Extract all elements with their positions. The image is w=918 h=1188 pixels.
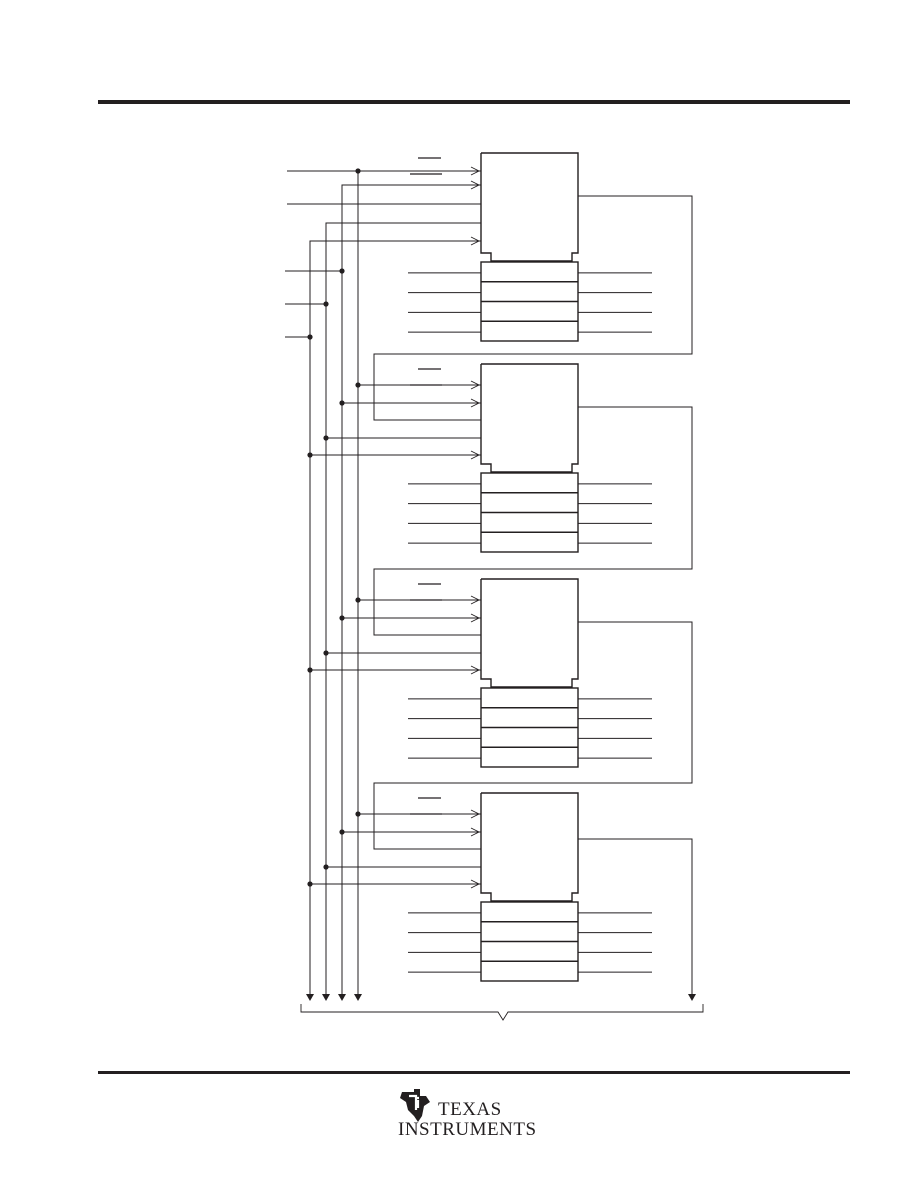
junction-d-stage-2: [307, 452, 313, 458]
bus-arrow-5: [688, 994, 696, 1001]
bus-arrow-3: [322, 994, 330, 1001]
control-block-stage-3: [480, 578, 579, 688]
clock-tri-c-stage-4: [470, 879, 481, 889]
junction-d-stage-4: [307, 881, 313, 887]
footer-rule: [98, 1071, 850, 1074]
ti-state-icon: [400, 1089, 430, 1122]
bus-arrow-2: [338, 994, 346, 1001]
junction-a-stage-1: [355, 168, 361, 174]
junction-d-stage-3: [307, 667, 313, 673]
clock-tri-a-stage-1: [470, 166, 481, 176]
junction-b-stage-3: [339, 615, 345, 621]
cascade-out-stage-4: [578, 838, 693, 994]
logo-line1: TEXAS: [438, 1099, 502, 1120]
clock-tri-c-stage-3: [470, 665, 481, 675]
cascade-loop-stage-2: [373, 406, 693, 636]
cascade-loop-stage-3: [373, 621, 693, 850]
logo-line2: INSTRUMENTS: [398, 1119, 537, 1140]
junction-b-stage-2: [339, 400, 345, 406]
bus-arrow-4: [306, 994, 314, 1001]
junction-b-stage-1: [339, 268, 345, 274]
junction-a-stage-3: [355, 597, 361, 603]
junction-d-stage-1: [307, 334, 313, 340]
clock-tri-b-stage-4: [470, 827, 481, 837]
clock-tri-b-stage-1: [470, 180, 481, 190]
clock-tri-b-stage-2: [470, 398, 481, 408]
bus-arrow-1: [354, 994, 362, 1001]
control-block-stage-4: [480, 792, 579, 902]
header-rule: [98, 100, 850, 104]
bus-brace: [300, 1004, 704, 1021]
tap-b-stage-1: [341, 184, 481, 271]
clock-tri-c-stage-2: [470, 450, 481, 460]
control-block-stage-1: [480, 152, 579, 262]
junction-c-stage-2: [323, 435, 329, 441]
junction-a-stage-2: [355, 382, 361, 388]
junction-c-stage-4: [323, 864, 329, 870]
clock-tri-a-stage-3: [470, 595, 481, 605]
clock-tri-a-stage-2: [470, 380, 481, 390]
control-block-stage-2: [480, 363, 579, 473]
clock-tri-b-stage-3: [470, 613, 481, 623]
clock-tri-c-stage-1: [470, 236, 481, 246]
junction-c-stage-3: [323, 650, 329, 656]
junction-a-stage-4: [355, 811, 361, 817]
cascade-loop-stage-1: [373, 195, 693, 421]
tap-d-stage-1: [309, 240, 481, 337]
ti-logo: TEXAS INSTRUMENTS: [394, 1084, 554, 1144]
clock-tri-a-stage-4: [470, 809, 481, 819]
junction-c-stage-1: [323, 301, 329, 307]
tap-c-stage-1: [325, 222, 481, 304]
junction-b-stage-4: [339, 829, 345, 835]
